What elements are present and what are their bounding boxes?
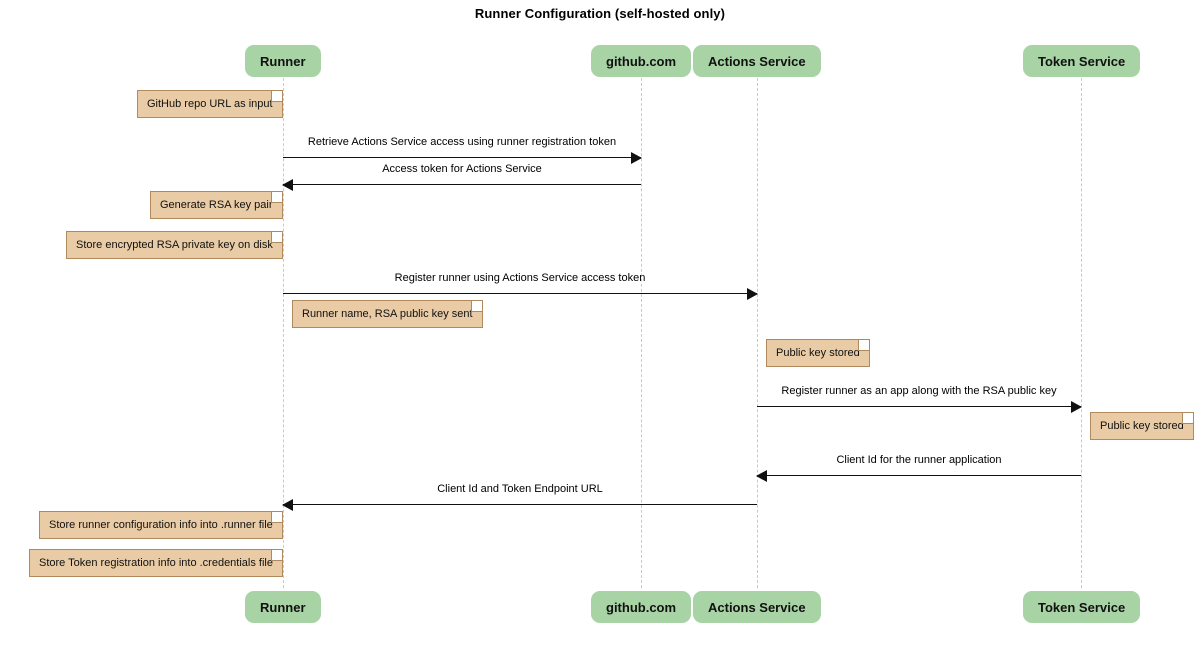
lifeline-token <box>1081 78 1082 588</box>
participant-label: Runner <box>260 599 306 615</box>
participant-runner-bottom[interactable]: Runner <box>245 591 321 623</box>
note-text: Store runner configuration info into .ru… <box>49 519 273 531</box>
message-label: Register runner as an app along with the… <box>781 385 1057 397</box>
note-store-token-registration: Store Token registration info into .cred… <box>29 549 283 577</box>
note-generate-rsa: Generate RSA key pair <box>150 191 283 219</box>
message-line <box>757 406 1081 407</box>
lifeline-actions <box>757 78 758 588</box>
note-text: Store Token registration info into .cred… <box>39 557 273 569</box>
participant-actions-bottom[interactable]: Actions Service <box>693 591 821 623</box>
arrowhead-right-icon <box>747 287 758 300</box>
note-text: Public key stored <box>776 347 860 359</box>
arrowhead-left-icon <box>756 469 767 482</box>
arrowhead-left-icon <box>282 178 293 191</box>
participant-token-bottom[interactable]: Token Service <box>1023 591 1141 623</box>
note-fold-corner-icon <box>270 550 282 561</box>
msg-client-id-endpoint: Client Id and Token Endpoint URL <box>282 483 757 511</box>
message-line <box>757 475 1081 476</box>
note-text: GitHub repo URL as input <box>147 98 273 110</box>
msg-retrieve-actions-access: Retrieve Actions Service access using ru… <box>283 136 642 164</box>
note-text: Public key stored <box>1100 420 1184 432</box>
page-title: Runner Configuration (self-hosted only) <box>474 6 726 21</box>
arrowhead-left-icon <box>282 498 293 511</box>
note-fold-corner-icon <box>470 301 482 312</box>
participant-label: Actions Service <box>708 599 806 615</box>
message-label: Client Id for the runner application <box>836 454 1002 466</box>
message-label: Register runner using Actions Service ac… <box>394 272 646 284</box>
msg-register-app: Register runner as an app along with the… <box>757 385 1082 413</box>
note-public-key-stored-token: Public key stored <box>1090 412 1194 440</box>
note-fold-corner-icon <box>270 512 282 523</box>
note-fold-corner-icon <box>270 192 282 203</box>
participant-label: Token Service <box>1038 53 1126 69</box>
message-label: Access token for Actions Service <box>382 163 542 175</box>
note-fold-corner-icon <box>1181 413 1193 424</box>
message-line <box>283 157 641 158</box>
participant-label: Actions Service <box>708 53 806 69</box>
participant-label: github.com <box>606 53 677 69</box>
message-line <box>283 184 641 185</box>
note-text: Generate RSA key pair <box>160 199 273 211</box>
participant-github-bottom[interactable]: github.com <box>591 591 692 623</box>
participant-label: github.com <box>606 599 677 615</box>
note-public-key-stored-actions: Public key stored <box>766 339 870 367</box>
message-label: Retrieve Actions Service access using ru… <box>307 136 617 148</box>
lifeline-github <box>641 78 642 588</box>
message-line <box>283 504 757 505</box>
note-store-runner-config: Store runner configuration info into .ru… <box>39 511 283 539</box>
message-label: Client Id and Token Endpoint URL <box>437 483 603 495</box>
note-text: Store encrypted RSA private key on disk <box>76 239 273 251</box>
participant-actions-top[interactable]: Actions Service <box>693 45 821 77</box>
msg-register-runner: Register runner using Actions Service ac… <box>283 272 758 300</box>
message-line <box>283 293 757 294</box>
participant-label: Runner <box>260 53 306 69</box>
participant-label: Token Service <box>1038 599 1126 615</box>
note-store-private-key: Store encrypted RSA private key on disk <box>66 231 283 259</box>
lifeline-runner <box>283 78 284 588</box>
note-github-repo-url: GitHub repo URL as input <box>137 90 283 118</box>
participant-token-top[interactable]: Token Service <box>1023 45 1141 77</box>
note-fold-corner-icon <box>857 340 869 351</box>
msg-access-token: Access token for Actions Service <box>282 163 641 191</box>
arrowhead-right-icon <box>631 151 642 164</box>
participant-github-top[interactable]: github.com <box>591 45 692 77</box>
note-fold-corner-icon <box>270 91 282 102</box>
participant-runner-top[interactable]: Runner <box>245 45 321 77</box>
arrowhead-right-icon <box>1071 400 1082 413</box>
note-text: Runner name, RSA public key sent <box>302 308 473 320</box>
msg-client-id: Client Id for the runner application <box>756 454 1081 482</box>
note-fold-corner-icon <box>270 232 282 243</box>
note-runner-name-pubkey: Runner name, RSA public key sent <box>292 300 483 328</box>
